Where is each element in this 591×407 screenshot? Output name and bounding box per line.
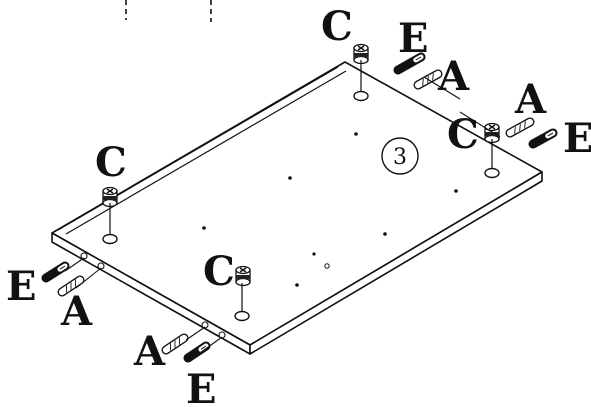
step-number-circle [381,137,419,175]
board-panel [51,61,543,355]
guide-lines [125,0,212,22]
edge-holes [80,252,226,339]
label-c-bottom: C [203,248,235,295]
screw-top-left [393,52,426,75]
label-a-left: A [60,288,93,335]
label-a-top-left: A [437,53,470,100]
label-e-top-left: E [398,15,429,62]
leader-lines-edge [64,76,501,354]
screw-bottom [183,341,211,363]
dowel-left [57,275,85,297]
label-a-top-right: A [514,76,547,123]
label-c-left: C [95,139,127,186]
step-number: 3 [393,145,407,170]
leader-lines [109,60,493,312]
label-e-top-right: E [563,115,591,162]
screw-left [41,261,70,283]
step-number-badge: 3 [381,137,419,175]
screw-top-right [528,128,558,149]
label-a-bottom: A [133,328,166,375]
cam-lock-bottom [235,265,251,287]
label-e-bottom: E [186,366,217,407]
label-c-top-left: C [321,3,353,50]
label-e-left: E [6,263,37,310]
small-hole [324,263,330,269]
dowel-bottom [161,333,189,355]
screws [41,52,558,363]
dowel-top-right [505,117,535,138]
pin-holes [202,132,458,287]
label-c-top-right: C [447,111,479,158]
